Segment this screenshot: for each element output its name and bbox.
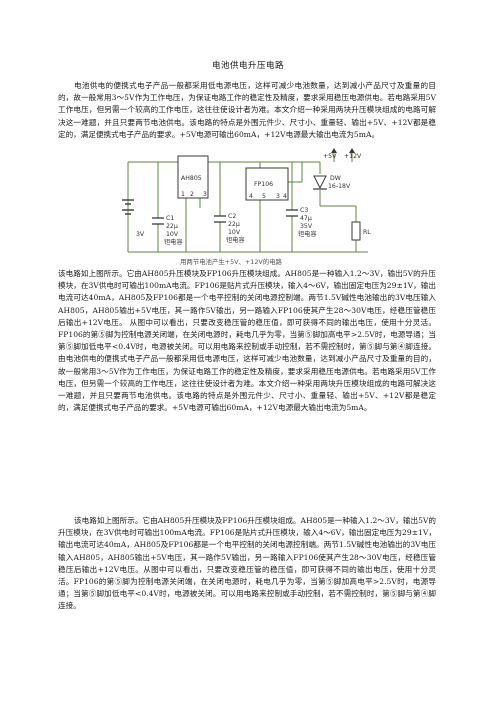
c3-voltage: 35V (300, 223, 313, 230)
paragraph-intro: 电池供电的便携式电子产品一般都采用低电源电压，这样可减少电池数量，达到减小产品尺… (58, 81, 436, 139)
c2-type: 钽电容 (226, 236, 245, 244)
c1-voltage: 10V (166, 231, 179, 238)
ic-ah805-label: AH805 (181, 175, 202, 182)
c1-value: 22μ (166, 223, 178, 230)
c2-voltage: 10V (228, 229, 241, 236)
pin-label: 5 (262, 193, 266, 200)
paragraph-description: 该电路如上图所示。它由AH805升压模块及FP106升压模块组成。AH805是一… (58, 269, 436, 413)
pin-label: 2 (190, 191, 194, 198)
load-resistor-label: RL (363, 229, 371, 236)
pin-label: 4 (249, 193, 253, 200)
pin-label: 3 (276, 193, 280, 200)
c1-label: C1 (166, 215, 174, 222)
c3-value: 47μ (300, 215, 312, 222)
ic-fp106-label: FP106 (254, 181, 273, 188)
pin-label: 3 (203, 191, 207, 198)
pin-label: 4 (283, 193, 287, 200)
zener-label: DW (330, 175, 341, 182)
circuit-schematic: AH805 FP106 3V C1 22μ 10V 钽电容 C2 22μ 10V… (122, 148, 371, 266)
c2-value: 22μ (228, 221, 240, 228)
battery-label: 3V (136, 231, 145, 238)
output-12v-label: +12V (344, 153, 362, 160)
paragraph-description-repeat: 该电路如上图所示。它由AH805升压模块及FP106升压模块组成。AH805是一… (58, 516, 436, 611)
c3-label: C3 (300, 207, 308, 214)
zener-rating: 16-18V (328, 183, 351, 190)
c2-label: C2 (228, 213, 236, 220)
output-5v-label: +5V (323, 153, 337, 160)
c1-type: 钽电容 (164, 238, 183, 246)
pin-label: 1 (181, 191, 185, 198)
schematic-caption: 用两节电池产生+5V、+12V的电路 (180, 257, 283, 266)
document-title: 电池供电升压电路 (211, 61, 284, 71)
c3-type: 钽电容 (298, 230, 317, 238)
